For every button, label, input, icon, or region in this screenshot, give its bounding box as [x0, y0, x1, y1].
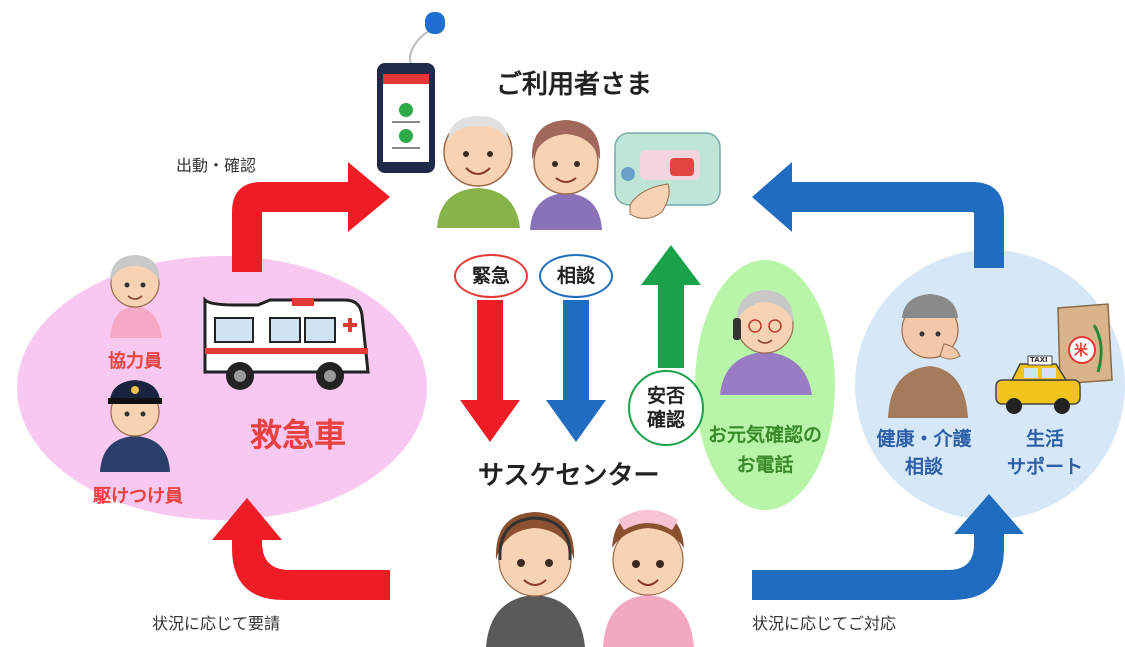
life-support-label: 生活 サポート [995, 425, 1095, 481]
helper-illustration [110, 255, 162, 338]
call-label: お元気確認の お電話 [705, 420, 825, 480]
center-title: サスケセンター [478, 461, 660, 491]
rusher-label: 駆けつけ員 [93, 486, 183, 507]
sick-man-illustration [888, 294, 968, 418]
call-label-line1: お元気確認の [707, 424, 822, 446]
health-label-line1: 健康・介護 [876, 428, 972, 450]
rice-mark: 米 [1074, 343, 1088, 359]
request-caption: 状況に応じて要請 [152, 614, 281, 633]
ambulance-illustration [203, 296, 370, 390]
red-arrow-emergency [460, 300, 520, 442]
taxi-illustration [995, 355, 1081, 414]
center-staff-illustration [486, 510, 694, 647]
life-support-line2: サポート [1006, 456, 1083, 478]
red-arrow-dispatch [232, 162, 390, 272]
emergency-badge-text: 緊急 [471, 265, 510, 287]
emergency-button-device [614, 132, 721, 219]
taxi-sign: TAXI [1030, 356, 1048, 364]
life-support-line1: 生活 [1025, 428, 1064, 450]
caller-illustration [720, 290, 812, 395]
red-arrow-request [212, 498, 390, 600]
consult-badge-text: 相談 [556, 265, 595, 287]
guard-illustration [100, 380, 170, 472]
ambulance-label: 救急車 [250, 416, 347, 454]
users-title: ご利用者さま [496, 70, 653, 100]
elderly-man-illustration [437, 116, 520, 228]
respond-caption: 状況に応じてご対応 [752, 614, 897, 633]
green-arrow-safety [641, 245, 701, 368]
rice-bag-illustration [1057, 303, 1113, 385]
emergency-ellipse [17, 256, 427, 520]
smartphone-illustration [377, 12, 445, 173]
health-label-line2: 相談 [904, 456, 943, 478]
safety-badge-line1: 安否 [646, 385, 685, 407]
health-label: 健康・介護 相談 [864, 425, 984, 481]
safety-badge: 安否 確認 [628, 370, 704, 446]
emergency-badge: 緊急 [454, 254, 528, 298]
helper-label: 協力員 [108, 351, 162, 372]
blue-arrow-top [752, 162, 1004, 268]
blue-arrow-consult [546, 300, 606, 442]
safety-badge-line2: 確認 [646, 409, 685, 431]
elderly-woman-illustration [530, 120, 602, 230]
blue-arrow-respond [752, 494, 1024, 600]
consult-badge: 相談 [539, 254, 613, 298]
dispatch-caption: 出動・確認 [176, 156, 257, 175]
call-label-line2: お電話 [736, 454, 794, 476]
